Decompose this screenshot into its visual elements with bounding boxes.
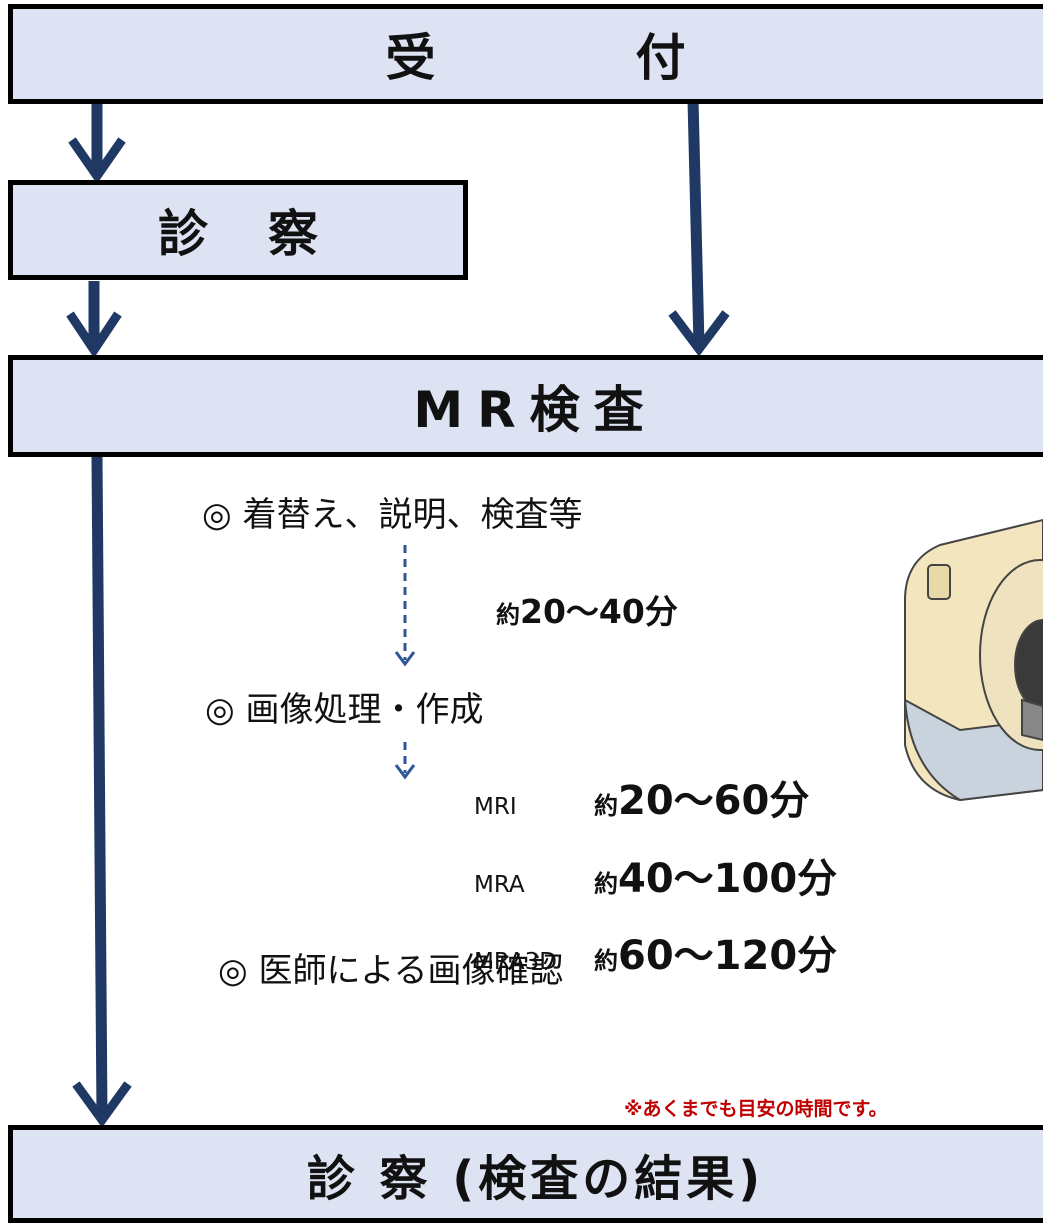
duration-mri-value: 20～60分 <box>618 778 810 824</box>
mr-exam-box: MR検査 <box>8 355 1043 457</box>
reception-box: 受付 <box>8 4 1043 104</box>
duration-mri: MRI 約20～60分 <box>474 768 809 826</box>
arrowhead-mr-to-result <box>72 1081 132 1128</box>
duration-mra: MRA 約40～100分 <box>474 846 837 904</box>
arrowhead-reception-to-consultation <box>68 137 126 184</box>
duration-mra3d-value: 60～120分 <box>618 933 838 979</box>
duration-exam-prefix: 約 <box>496 601 520 629</box>
consultation-box: 診察 <box>8 180 468 280</box>
dashed-arrowhead-2 <box>394 764 416 780</box>
duration-exam: 約20～40分 <box>496 585 678 633</box>
arrow-reception-to-mr <box>687 99 705 346</box>
result-consultation-box: 診 察 (検査の結果) <box>8 1125 1043 1223</box>
duration-exam-value: 20～40分 <box>520 592 678 631</box>
duration-mri-label: MRI <box>474 794 517 820</box>
duration-mri-prefix: 約 <box>594 792 618 820</box>
duration-mra-prefix: 約 <box>594 870 618 898</box>
duration-mra-label: MRA <box>474 872 525 898</box>
arrowhead-consultation-to-mr <box>66 311 122 359</box>
arrowhead-reception-to-mr <box>668 310 730 357</box>
step-changing-explanation: ◎ 着替え、説明、検査等 <box>202 495 583 535</box>
duration-mra-value: 40～100分 <box>618 856 838 902</box>
arrow-mr-to-result <box>91 456 108 1118</box>
step-image-processing: ◎ 画像処理・作成 <box>205 690 484 730</box>
duration-mra3d: MRA3D 約60～120分 <box>474 923 837 981</box>
mri-machine-illustration <box>903 518 1043 802</box>
duration-mra3d-prefix: 約 <box>594 947 618 975</box>
dashed-arrowhead-1 <box>394 651 416 667</box>
disclaimer-note: ※あくまでも目安の時間です。 <box>624 1098 888 1120</box>
step-doctor-review: ◎ 医師による画像確認 <box>218 951 564 991</box>
duration-mra3d-label: MRA3D <box>474 949 557 975</box>
